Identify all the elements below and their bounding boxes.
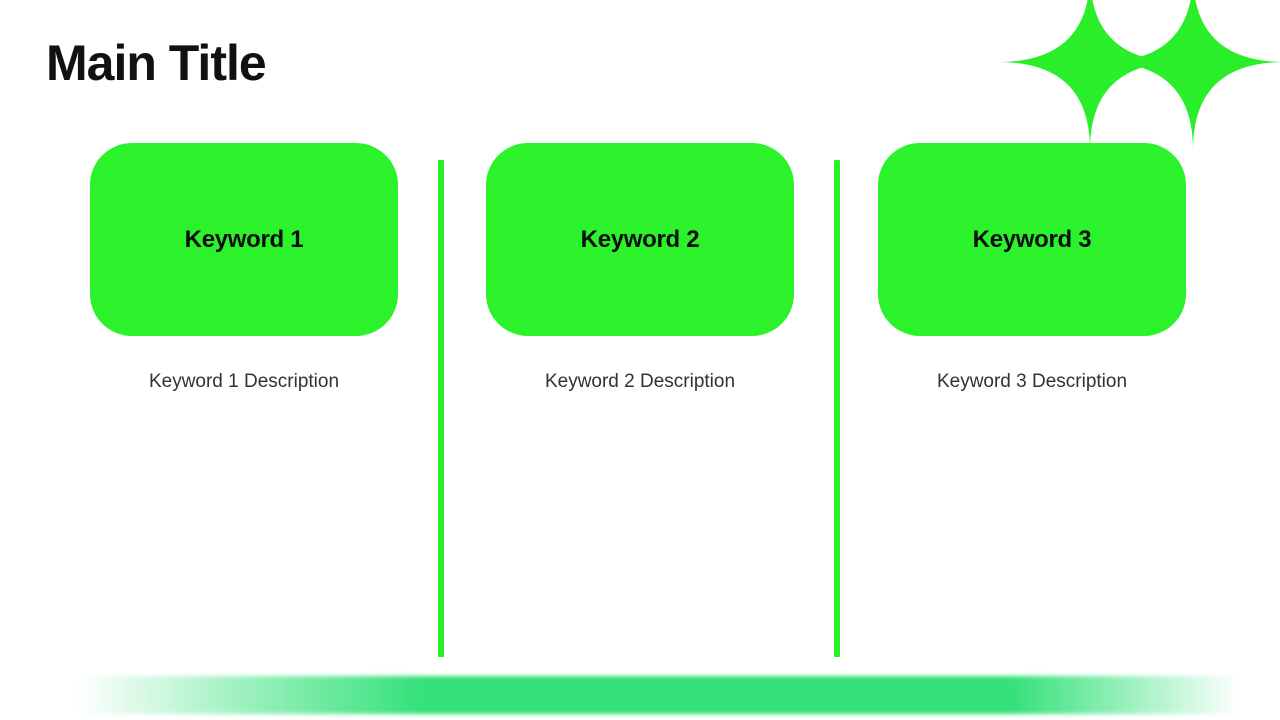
sparkle-icon <box>998 0 1182 150</box>
page-title: Main Title <box>46 35 267 91</box>
vertical-divider-1 <box>438 160 444 657</box>
keyword-card-2: Keyword 2 <box>486 143 794 336</box>
vertical-divider-2 <box>834 160 840 657</box>
sparkle-icon <box>1101 0 1280 150</box>
keyword-card-3-description: Keyword 3 Description <box>936 371 1128 392</box>
keyword-card-1: Keyword 1 <box>90 143 398 336</box>
sparkle-decoration <box>998 0 1280 150</box>
bottom-gradient-bar <box>0 676 1280 714</box>
keyword-card-3-title: Keyword 3 <box>972 225 1092 253</box>
keyword-card-1-description: Keyword 1 Description <box>148 371 340 392</box>
keyword-card-2-title: Keyword 2 <box>580 225 700 253</box>
keyword-card-3: Keyword 3 <box>878 143 1186 336</box>
keyword-card-2-description: Keyword 2 Description <box>544 371 736 392</box>
keyword-card-1-title: Keyword 1 <box>184 225 304 253</box>
